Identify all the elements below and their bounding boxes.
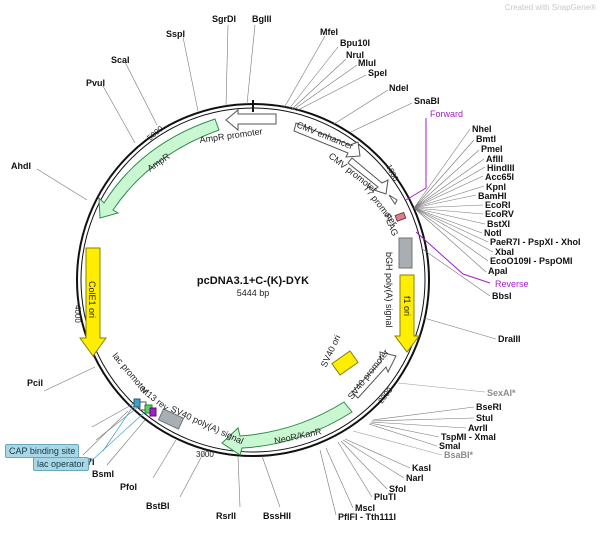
lac-promoter-label: lac promoter: [110, 351, 150, 396]
reverse-primer-line: [415, 231, 491, 284]
enzyme-pmei: PmeI: [481, 144, 503, 154]
enzyme-acc65i: Acc65I: [485, 172, 514, 182]
enzyme-ecorv: EcoRV: [485, 209, 514, 219]
enzyme-bglii: BglII: [252, 14, 272, 24]
enzyme-aflii: AflII: [486, 154, 503, 164]
enzyme-pfoi: PfoI: [120, 482, 137, 492]
enzyme-paer7i-pspxi-xhoi: PaeR7I - PspXI - XhoI: [490, 237, 581, 247]
enzyme-bmti: BmtI: [476, 134, 496, 144]
enzyme-bseri: BseRI: [476, 402, 502, 412]
enzyme-ahdi: AhdI: [11, 161, 31, 171]
enzyme-avrii: AvrII: [468, 423, 488, 433]
enzyme-bpu10i: Bpu10I: [340, 38, 370, 48]
enzyme-scai: ScaI: [111, 55, 130, 65]
enzyme-kpni: KpnI: [486, 182, 506, 192]
enzyme-noti: NotI: [484, 228, 502, 238]
flag-tag: [394, 211, 407, 222]
enzyme-pflfi-tth111i: PflFI - Tth111I: [338, 512, 396, 522]
enzyme-sgrdi: SgrDI: [212, 14, 236, 24]
cole1-ori-label: ColE1 ori: [87, 281, 97, 318]
enzyme-ndei: NdeI: [389, 83, 409, 93]
enzyme-stui: StuI: [476, 413, 493, 423]
enzyme-bsabi: BsaBI*: [444, 450, 474, 460]
enzyme-draiii: DraIII: [498, 334, 521, 344]
enzyme-pcii: PciI: [27, 378, 43, 388]
enzyme-bsmi: BsmI: [92, 469, 114, 479]
enzyme-xbai: XbaI: [495, 247, 514, 257]
forward-primer-line: [405, 118, 427, 201]
enzyme-top-leaders: [182, 24, 413, 133]
enzyme-bbsi: BbsI: [492, 291, 512, 301]
sv40-ori-block: [331, 350, 359, 376]
enzyme-ecori: EcoRI: [485, 200, 511, 210]
enzyme-bstxi: BstXI: [487, 219, 510, 229]
enzyme-mfei: MfeI: [320, 27, 338, 37]
cole1-ori-arrow: [79, 247, 107, 357]
enzyme-bamhi: BamHI: [478, 191, 507, 201]
enzyme-left-leaders: [36, 61, 281, 508]
lac-operator-leader: [87, 410, 147, 465]
enzyme-hindiii: HindIII: [487, 163, 515, 173]
enzyme-smai: SmaI: [439, 441, 461, 451]
enzyme-sexai: SexAI*: [487, 388, 516, 398]
enzyme-rsrii: RsrII: [216, 511, 236, 521]
enzyme-nari: NarI: [406, 473, 424, 483]
tick-5000: 5000: [146, 124, 166, 143]
m13-rev-block: [149, 407, 157, 417]
enzyme-right-cluster: [413, 128, 497, 340]
tick-4000: 4000: [73, 305, 82, 323]
enzyme-pluti: PluTI: [374, 492, 396, 502]
reverse-primer-label: Reverse: [495, 279, 529, 289]
ampr-arrow: [98, 118, 220, 219]
enzyme-sspi: SspI: [166, 29, 185, 39]
neor-kanr-arrow: [221, 401, 353, 456]
plasmid-length: 5444 bp: [237, 288, 270, 298]
f1-ori-arrow: [394, 274, 420, 353]
t7-promoter-arrow: [388, 194, 398, 205]
cap-site-leader: [102, 404, 135, 452]
enzyme-msci: MscI: [355, 503, 375, 513]
enzyme-kasi: KasI: [412, 463, 431, 473]
lac-operator-label: lac operator: [33, 457, 89, 471]
enzyme-bstbi: BstBI: [146, 501, 170, 511]
enzyme-nhei: NheI: [472, 124, 492, 134]
watermark: Created with SnapGene®: [505, 3, 596, 12]
enzyme-spei: SpeI: [368, 68, 387, 78]
cmv-promoter-arrow: [347, 157, 389, 195]
enzyme-pvui: PvuI: [86, 78, 105, 88]
f1-ori-label: f1 ori: [402, 296, 412, 316]
enzyme-tspmi-xmai: TspMI - XmaI: [441, 432, 496, 442]
forward-primer-label: Forward: [430, 109, 463, 119]
sv40-promoter-arrow: [351, 351, 397, 399]
enzyme-bottom-right-leaders: [319, 382, 486, 516]
enzyme-nrui: NruI: [346, 50, 364, 60]
enzyme-mlui: MluI: [358, 58, 376, 68]
enzyme-snabi: SnaBI: [414, 96, 440, 106]
enzyme-bsshii: BssHII: [263, 511, 291, 521]
cap-site-block: [133, 398, 141, 408]
tick-3000: 3000: [196, 450, 214, 459]
cmv-enhancer-arrow: [293, 122, 361, 158]
enzyme-apai: ApaI: [488, 266, 508, 276]
plasmid-name: pcDNA3.1+C-(K)-DYK: [197, 275, 309, 287]
cap-binding-site-label: CAP binding site: [5, 444, 80, 458]
sv40-polya-block: [157, 408, 185, 430]
enzyme-ecoo109i-pspomi: EcoO109I - PspOMI: [490, 256, 573, 266]
enzyme-sfoi: SfoI: [389, 484, 406, 494]
ampr-promoter-arrow: [225, 108, 277, 132]
bgh-polya-block: [398, 237, 413, 269]
bgh-polya-label: bGH poly(A) signal: [384, 252, 394, 328]
